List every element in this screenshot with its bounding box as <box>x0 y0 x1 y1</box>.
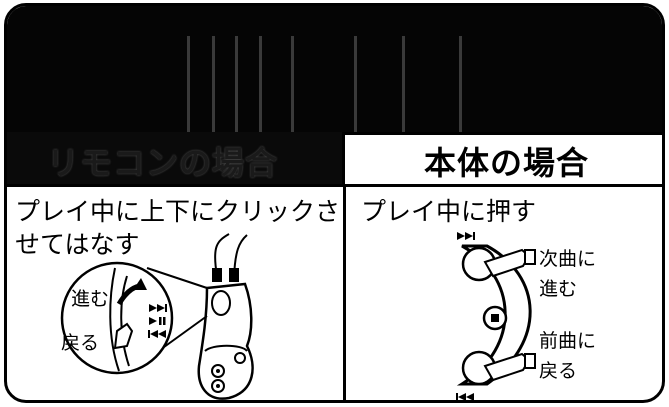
body-prev-track-icon <box>456 393 474 400</box>
next-label-line1: 次曲に <box>539 248 597 270</box>
title-banner <box>7 6 662 153</box>
column-divider <box>343 184 346 400</box>
remote-instruction-line2: せてはなす <box>15 230 140 259</box>
play-pause-icon <box>149 317 166 325</box>
body-header: 本体の場合 <box>345 132 662 186</box>
remote-illustration <box>60 232 536 400</box>
remote-header-text: リモコンの場合 <box>47 144 279 182</box>
remote-back-label: 戻る <box>61 332 100 354</box>
next-track-icon <box>149 304 167 312</box>
finger-icon <box>113 322 134 350</box>
remote-instruction-line1: プレイ中に上下にクリックさ <box>15 197 341 226</box>
remote-body <box>197 282 254 400</box>
body-header-text: 本体の場合 <box>423 143 589 182</box>
remote-forward-label: 進む <box>71 288 110 310</box>
next-label-line2: 進む <box>539 278 578 300</box>
body-instruction: プレイ中に押す <box>361 197 537 226</box>
header-divider <box>7 184 662 187</box>
zoom-circle <box>60 261 174 375</box>
remote-switch <box>211 290 231 316</box>
prev-label-line2: 戻る <box>539 360 578 382</box>
stop-icon <box>491 314 499 322</box>
body-unit <box>456 244 532 386</box>
remote-header: リモコンの場合 <box>7 132 345 186</box>
prev-track-icon <box>148 330 166 338</box>
body-next-track-icon <box>457 232 475 240</box>
instruction-panel: リモコンの場合 本体の場合 プレイ中に上下にクリックさ せてはなす プレイ中に押… <box>4 3 665 403</box>
prev-label-line1: 前曲に <box>539 330 597 352</box>
